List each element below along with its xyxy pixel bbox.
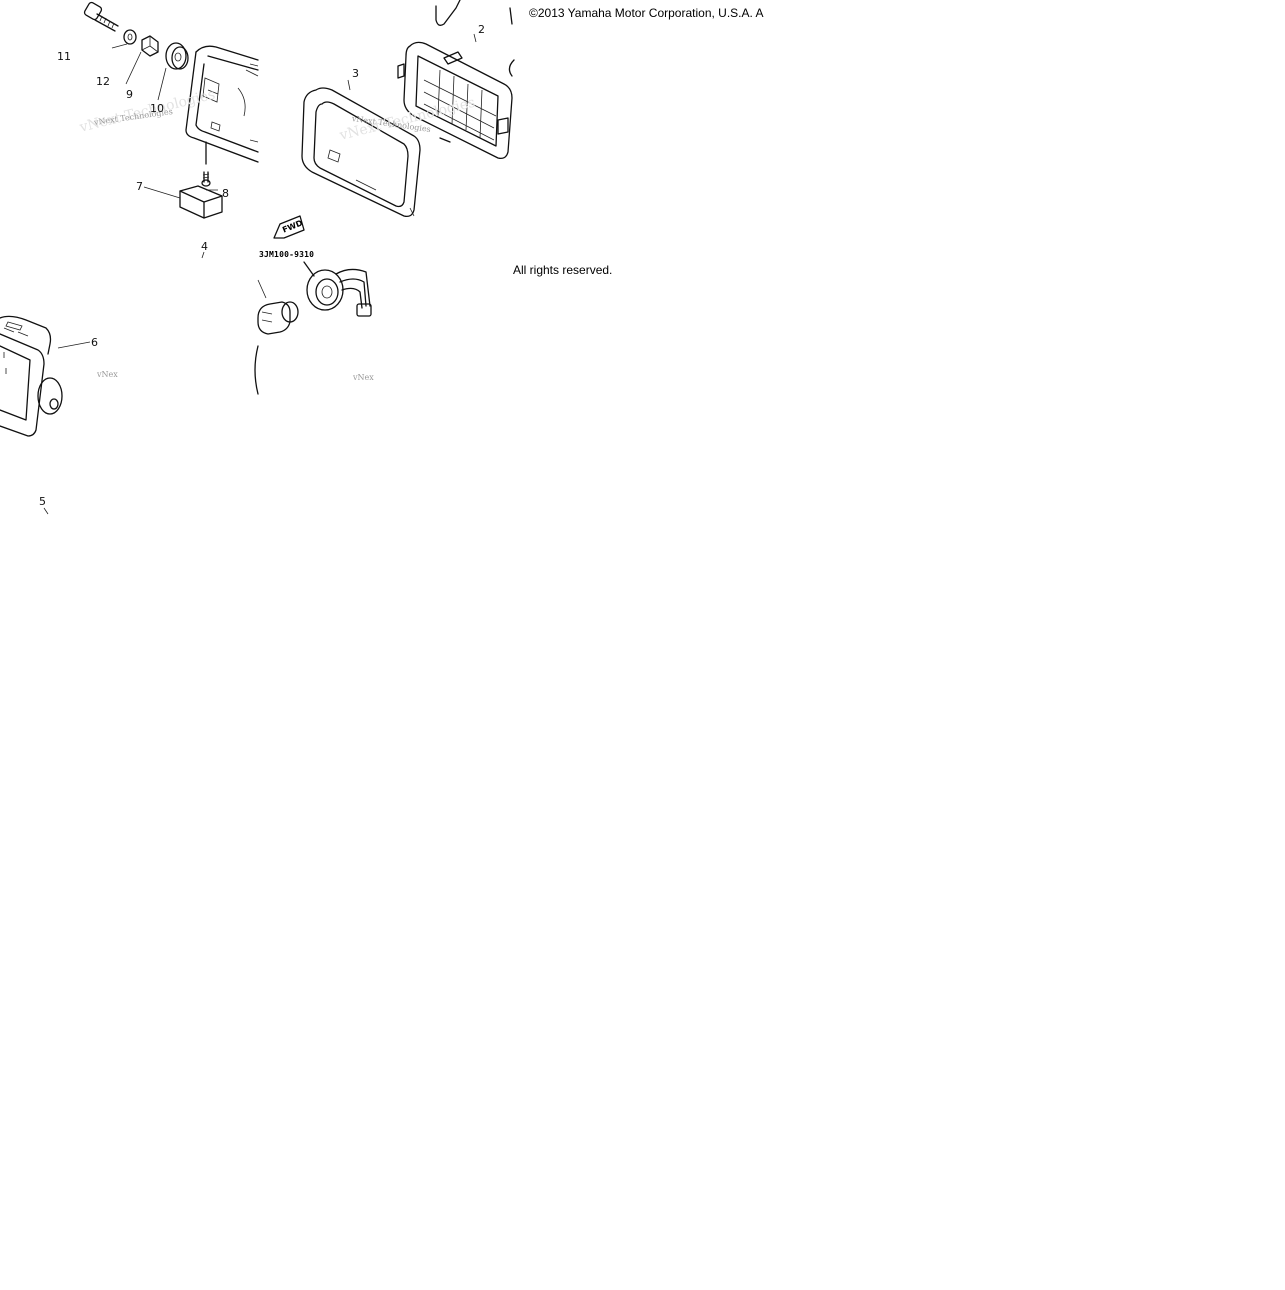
callout-3: 3: [352, 67, 359, 80]
headlight-case-drawing: [0, 315, 63, 437]
copyright-text: ©2013 Yamaha Motor Corporation, U.S.A. A: [529, 6, 764, 20]
screw-drawing: [201, 171, 211, 187]
callout-5: 5: [39, 495, 46, 508]
rights-text: All rights reserved.: [513, 263, 613, 277]
collar-drawing: [141, 35, 159, 57]
callout-6: 6: [91, 336, 98, 349]
spring-drawing: [435, 0, 461, 26]
callout-11: 11: [57, 50, 71, 63]
callout-10: 10: [150, 102, 164, 115]
bolt-drawing: [83, 1, 119, 32]
damper-block-drawing: [179, 185, 223, 219]
socket-wiring-drawing: [303, 261, 372, 317]
part-code: 3JM100-9310: [259, 250, 315, 259]
washer-drawing: [123, 29, 137, 45]
fwd-arrow-drawing: [273, 215, 305, 239]
watermark-partial: vNex: [353, 373, 374, 382]
callout-7: 7: [136, 180, 143, 193]
headlight-unit-drawing: [397, 7, 515, 160]
headlight-housing-drawing: [185, 45, 259, 165]
bulb-drawing: [254, 301, 299, 395]
headlight-rim-drawing: [301, 87, 421, 218]
callout-2: 2: [478, 23, 485, 36]
callout-9: 9: [126, 88, 133, 101]
callout-4: 4: [201, 240, 208, 253]
callout-12: 12: [96, 75, 110, 88]
callout-8: 8: [222, 187, 229, 200]
watermark-partial: vNex: [97, 370, 118, 379]
grommet-drawing: [165, 42, 189, 70]
